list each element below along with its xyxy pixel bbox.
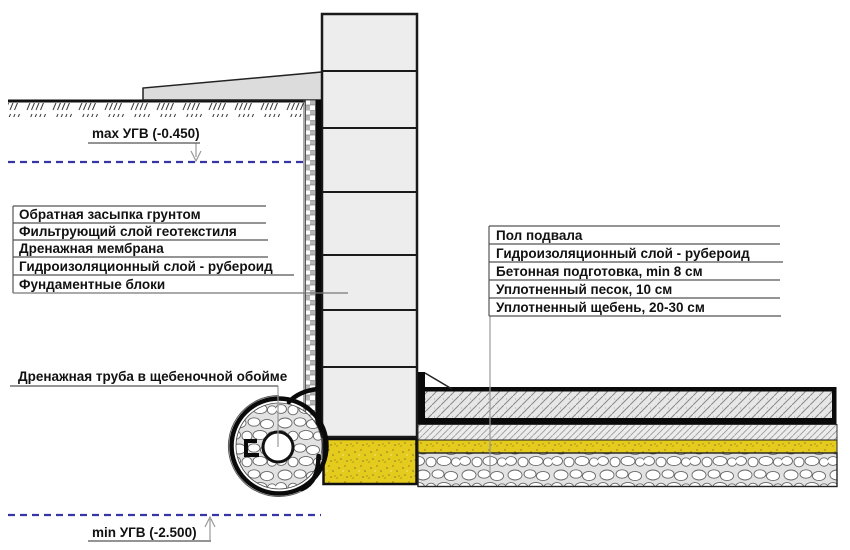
label-drainage-membrane: Дренажная мембрана [19,241,164,256]
drain-pipe-label: Дренажная труба в щебеночной обойме [18,369,288,384]
label-crushed-stone: Уплотненный щебень, 20-30 см [496,300,705,315]
waterproofing-upstand [418,372,425,424]
floor-slab-right-edge [832,387,837,425]
groundwater-labels: max УГВ (-0.450) min УГВ (-2.500) [88,126,211,542]
foundation-sand-bed [322,437,418,486]
label-waterproofing-right: Гидроизоляционный слой - рубероид [496,246,750,261]
ground-hatch [8,103,304,117]
label-geotextile: Фильтрующий слой геотекстиля [19,224,237,239]
floor-waterproofing [418,418,836,425]
drainage-assembly [227,386,329,497]
label-basement-floor: Пол подвала [496,228,583,243]
concrete-preparation [417,424,838,441]
membrane-wrap [229,396,329,496]
label-foundation-blocks: Фундаментные блоки [19,277,165,292]
fillet-line [424,372,453,390]
foundation-wall [320,12,419,439]
left-label-block: Обратная засыпка грунтом Фильтрующий сло… [12,205,348,294]
blind-area [142,71,323,101]
geotextile-wrap-line [227,395,312,497]
label-waterproofing-left: Гидроизоляционный слой - рубероид [19,259,273,274]
leaders [190,143,491,540]
min-gwl-label: min УГВ (-2.500) [92,525,197,540]
membrane-wrap-bottom-connector [299,453,321,492]
max-gwl-label: max УГВ (-0.450) [92,126,200,141]
label-backfill: Обратная засыпка грунтом [19,207,201,222]
membrane-wrap-top-connector [286,386,321,405]
right-label-block: Пол подвала Гидроизоляционный слой - руб… [488,225,783,317]
floor-layers [417,372,838,488]
membrane-end-hook [244,439,259,457]
drain-pipe-label-group: Дренажная труба в щебеночной обойме [10,369,288,387]
label-concrete-preparation: Бетонная подготовка, min 8 см [496,264,703,279]
max-gwl-arrowhead [190,150,202,163]
compacted-sand-layer [417,439,838,454]
floor-slab-top-edge [418,387,836,392]
min-gwl-arrowhead [204,515,216,528]
wall-waterproofing-strip [316,100,322,460]
crushed-stone-layer [417,452,838,488]
floor-slab [421,391,833,418]
label-compacted-sand: Уплотненный песок, 10 см [496,282,672,297]
